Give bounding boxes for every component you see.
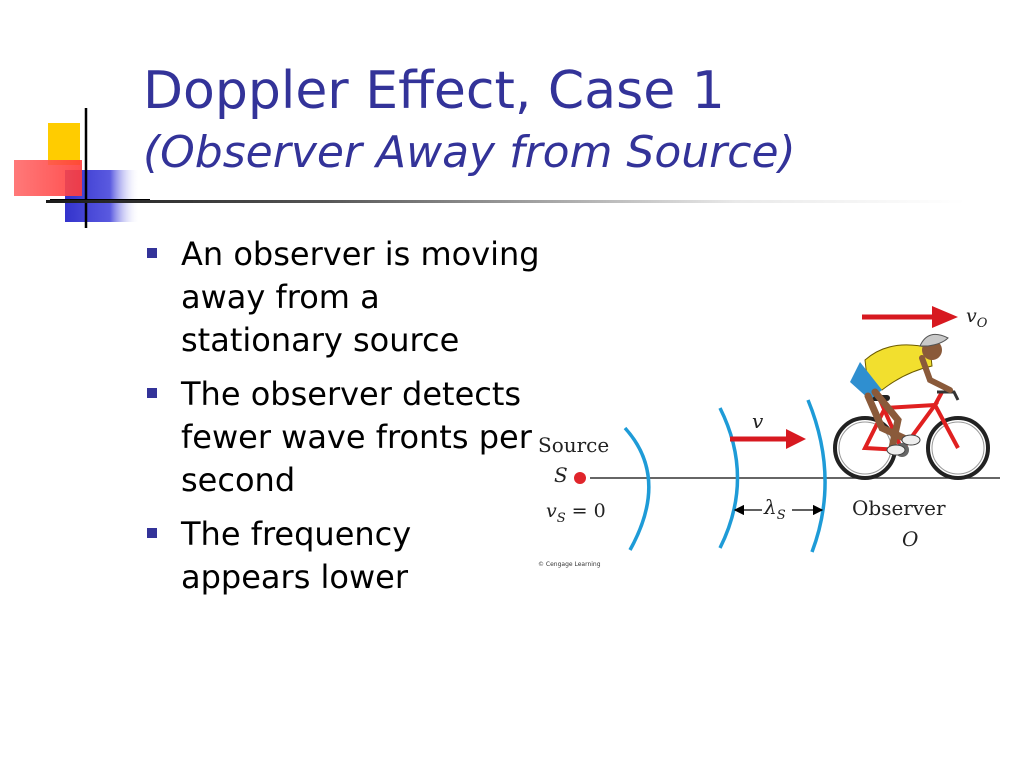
wavelength-label: λS <box>763 495 786 523</box>
title-line-1: Doppler Effect, Case 1 <box>143 61 725 121</box>
cyclist-icon <box>833 333 990 480</box>
wavefront-arc <box>806 399 827 553</box>
image-credit: © Cengage Learning <box>538 561 601 568</box>
observer-symbol: O <box>902 527 918 551</box>
bullet-list: An observer is moving away from a statio… <box>143 233 543 610</box>
source-symbol: S <box>554 463 568 487</box>
title-divider <box>46 200 966 203</box>
source-dot <box>574 472 586 484</box>
bullet-item: The frequency appears lower <box>143 513 543 599</box>
bullet-item: An observer is moving away from a statio… <box>143 233 543 362</box>
yellow-square <box>48 123 80 165</box>
bullet-square-icon <box>147 248 157 258</box>
wavefront-arc <box>718 407 740 549</box>
decorative-squares <box>14 108 150 228</box>
slide-title: Doppler Effect, Case 1 (Observer Away fr… <box>143 58 796 182</box>
bullet-text: An observer is moving away from a statio… <box>181 235 540 359</box>
wave-velocity-arrowhead <box>786 429 806 449</box>
source-label: Source <box>538 433 609 457</box>
observer-velocity-arrowhead <box>932 306 958 328</box>
bullet-text: The observer detects fewer wave fronts p… <box>181 375 532 499</box>
red-square <box>14 160 82 196</box>
title-line-2: (Observer Away from Source) <box>143 127 796 178</box>
bullet-text: The frequency appears lower <box>181 515 412 596</box>
bullet-item: The observer detects fewer wave fronts p… <box>143 373 543 502</box>
source-speed: vS = 0 <box>546 500 606 526</box>
observer-label: Observer <box>852 496 946 520</box>
doppler-figure: Source S vS = 0 v λS vO <box>538 305 1000 568</box>
wavefront-arc <box>623 426 651 551</box>
bullet-square-icon <box>147 388 157 398</box>
observer-speed-label: vO <box>966 305 988 331</box>
wave-speed-label: v <box>752 409 764 433</box>
bullet-square-icon <box>147 528 157 538</box>
